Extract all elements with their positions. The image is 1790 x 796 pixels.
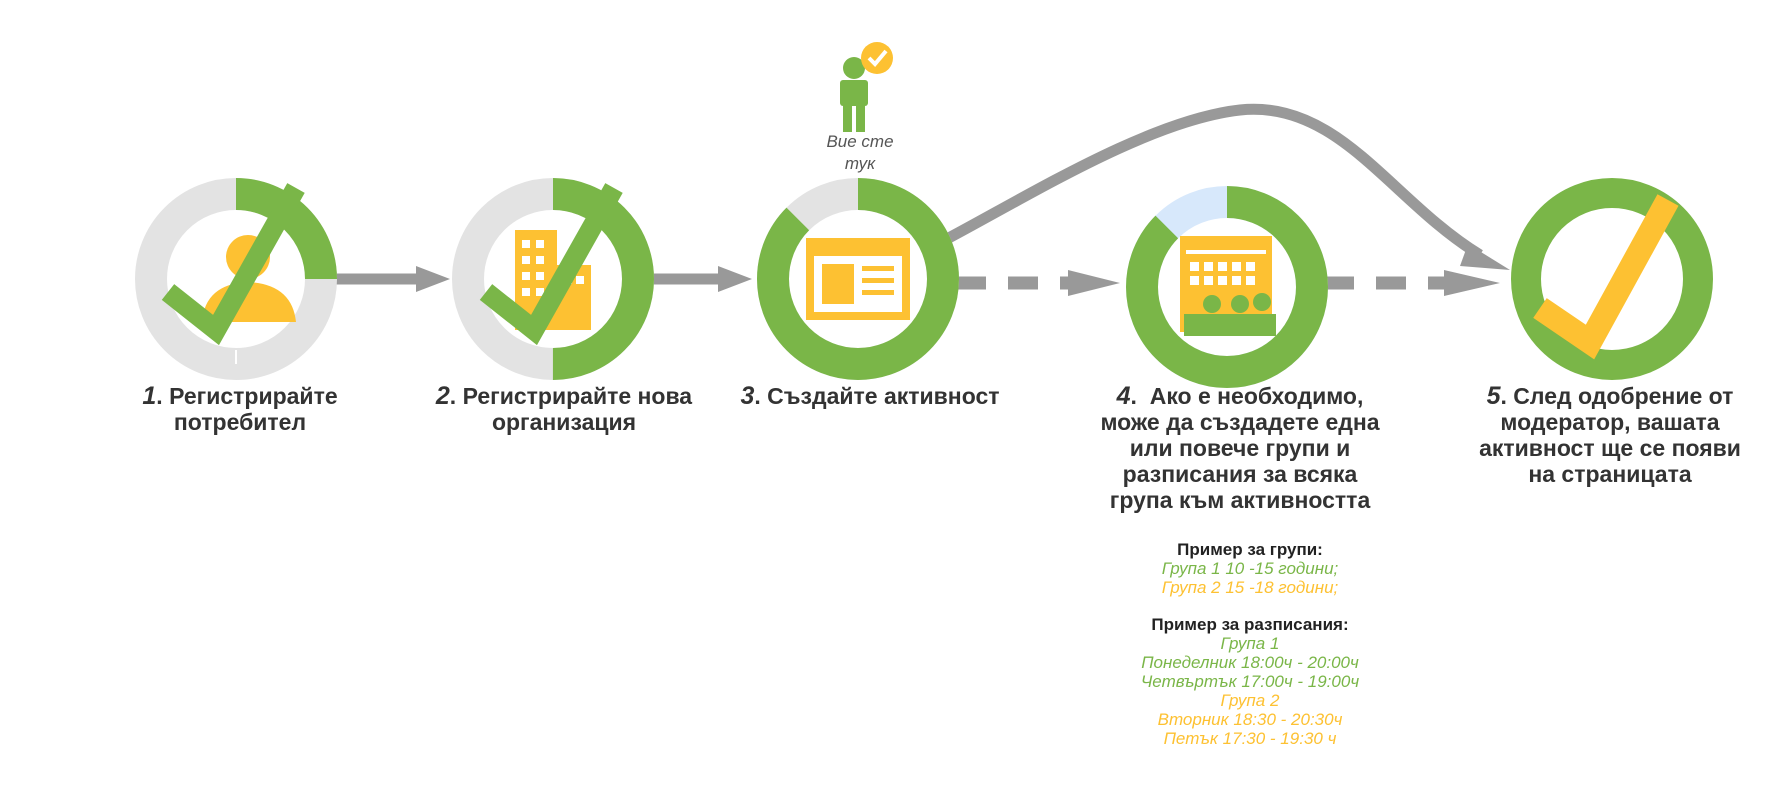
examples-block: Пример за групи: Група 1 10 -15 години; …: [1100, 540, 1400, 748]
step-5-line2: модератор, вашата: [1500, 409, 1720, 435]
group-1-example: Група 1 10 -15 години;: [1161, 559, 1339, 578]
step-4-line2: може да създадете една: [1100, 409, 1380, 435]
step-5-line1: След одобрение от: [1513, 383, 1734, 409]
solid-arrow-2-3: [652, 266, 752, 292]
calendar-icon: [1180, 236, 1276, 336]
step-2-check-icon: [479, 183, 623, 346]
solid-arrow-1-2: [336, 266, 450, 292]
step-1-line2: потребител: [173, 409, 307, 435]
form-icon: [806, 238, 910, 320]
schedule-group-1-monday: Понеделник 18:00ч - 20:00ч: [1141, 653, 1359, 672]
step-3-label: 3. Създайте активност: [740, 382, 1000, 410]
step-5-label: 5. След одобрение от модератор, вашата а…: [1479, 382, 1741, 487]
step-5-number: 5: [1486, 382, 1501, 410]
step-2-line2: организация: [491, 409, 637, 435]
step-4-number: 4: [1116, 382, 1131, 410]
schedule-group-2-tuesday: Вторник 18:30 - 20:30ч: [1157, 710, 1343, 729]
step-3-ring: [757, 178, 959, 380]
step-4-line1: Ако е необходимо,: [1149, 383, 1364, 409]
step-1-number: 1: [142, 382, 157, 410]
step-3-number: 3: [740, 382, 755, 410]
step-4-line3: или повече групи и: [1129, 435, 1351, 461]
group-2-example: Група 2 15 -18 години;: [1161, 578, 1339, 597]
step-5-check-icon: [1533, 194, 1679, 360]
schedule-group-1: Група 1: [1220, 634, 1280, 653]
step-3-line1: Създайте активност: [767, 383, 1000, 409]
you-are-here-line1: Вие сте: [826, 132, 894, 151]
schedule-example-title: Пример за разписания:: [1151, 615, 1349, 634]
step-1-check-icon: [161, 183, 305, 346]
dashed-arrow-4-5: [1324, 270, 1500, 296]
step-4-ring: [1126, 186, 1328, 388]
schedule-group-1-thursday: Четвъртък 17:00ч - 19:00ч: [1140, 672, 1360, 691]
curved-arrow-3-5: [942, 103, 1510, 270]
schedule-group-2: Група 2: [1220, 691, 1280, 710]
dashed-arrow-3-4: [956, 270, 1120, 296]
you-are-here-label: Вие сте тук: [800, 131, 920, 175]
step-2-label: 2. Регистрирайте нова организация: [435, 382, 693, 435]
person-check-icon: [840, 42, 893, 132]
step-2-ring: [452, 178, 654, 380]
step-1-line1: Регистрирайте: [169, 383, 338, 409]
step-2-number: 2: [435, 382, 450, 410]
groups-example-title: Пример за групи:: [1177, 540, 1323, 559]
step-4-line5: група към активността: [1109, 487, 1371, 513]
step-5-line3: активност ще се появи: [1479, 435, 1741, 461]
schedule-group-2-friday: Петък 17:30 - 19:30 ч: [1163, 729, 1337, 748]
step-1-ring: [135, 178, 337, 380]
step-2-line1: Регистрирайте нова: [462, 383, 693, 409]
step-1-label: 1. Регистрирайте потребител: [142, 382, 338, 435]
step-4-line4: разписания за всяка: [1122, 461, 1358, 487]
step-5-ring: [1511, 178, 1713, 380]
you-are-here-line2: тук: [844, 154, 876, 173]
step-4-label: 4. Ако е необходимо, може да създадете е…: [1100, 382, 1380, 513]
step-5-line4: на страницата: [1528, 461, 1692, 487]
